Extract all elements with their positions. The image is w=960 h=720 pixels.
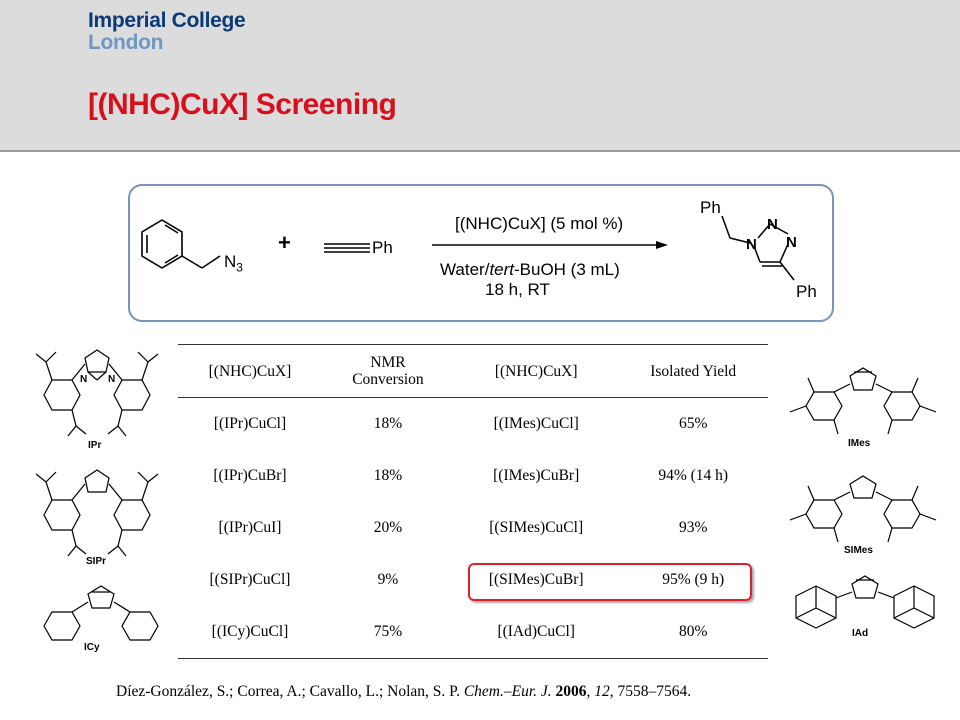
ipr-label: IPr <box>88 440 102 451</box>
benzyl-azide-structure <box>141 219 221 269</box>
plus-sign: + <box>278 230 291 255</box>
imperial-college-logo: Imperial College London <box>88 9 246 54</box>
ipr-n-right: N <box>108 374 116 385</box>
citation-pages: , 7558–7564. <box>609 683 692 700</box>
yield-cell: 93% <box>679 519 708 536</box>
azide-n3-label: N3 <box>224 252 243 275</box>
header-nhc-cux-1: [(NHC)CuX] <box>178 344 322 398</box>
catalyst-cell: [(IMes)CuCl] <box>493 415 579 432</box>
conversion-cell: 9% <box>377 571 399 588</box>
imes-label: IMes <box>848 438 871 449</box>
table-header-row: [(NHC)CuX] NMR Conversion [(NHC)CuX] Iso… <box>178 344 768 398</box>
phenylacetylene-triple-bond <box>324 243 370 253</box>
product-ph-top: Ph <box>700 198 721 217</box>
imes-ligand-structure <box>789 367 937 435</box>
simes-ligand-structure <box>789 475 937 543</box>
citation-year: 2006 <box>555 683 587 700</box>
table-row: [(IPr)CuI] 20% [(SIMes)CuCl] 93% <box>178 502 768 554</box>
alkyne-ph-label: Ph <box>372 238 393 257</box>
ipr-n-left: N <box>80 374 88 385</box>
catalyst-cell: [(IAd)CuCl] <box>453 606 619 659</box>
citation-journal: Chem.–Eur. J. <box>463 683 552 700</box>
conversion-cell: 75% <box>321 606 454 659</box>
iad-ligand-structure <box>795 575 935 629</box>
triazole-product-structure <box>721 215 795 281</box>
iad-label: IAd <box>852 628 869 639</box>
azide-subscript: 3 <box>236 260 243 275</box>
catalyst-cell: [(IPr)CuCl] <box>213 415 287 432</box>
logo-line2: London <box>88 31 164 54</box>
icy-label: ICy <box>84 642 100 653</box>
catalyst-cell: [(IPr)CuI] <box>218 519 282 536</box>
table-row: [(IPr)CuBr] 18% [(IMes)CuBr] 94% (14 h) <box>178 450 768 502</box>
reaction-scheme-box <box>128 184 834 322</box>
solvent-label: Water/tert-BuOH (3 mL) <box>440 260 620 279</box>
header-nmr-conversion: NMR Conversion <box>321 344 454 398</box>
header-nhc-cux-2: [(NHC)CuX] <box>453 344 619 398</box>
table-row: [(SIPr)CuCl] 9% [(SIMes)CuBr] 95% (9 h) <box>178 554 768 606</box>
catalyst-cell: [(IPr)CuBr] <box>213 467 287 484</box>
best-result-highlight <box>468 563 752 601</box>
yield-cell: 65% <box>679 415 708 432</box>
slide-header: Imperial College London [(NHC)CuX] Scree… <box>0 0 960 152</box>
product-n3: N <box>786 234 797 251</box>
table-row: [(IPr)CuCl] 18% [(IMes)CuCl] 65% <box>178 398 768 451</box>
product-ph-bottom: Ph <box>796 282 817 301</box>
table-row: [(ICy)CuCl] 75% [(IAd)CuCl] 80% <box>178 606 768 659</box>
yield-cell: 80% <box>618 606 768 659</box>
conditions-label: 18 h, RT <box>485 280 550 299</box>
conversion-cell: 18% <box>373 467 403 484</box>
slide-title: [(NHC)CuX] Screening <box>88 88 397 121</box>
sipr-label: SIPr <box>86 556 107 567</box>
simes-label: SIMes <box>844 545 873 556</box>
logo-line1: Imperial College <box>88 9 246 32</box>
catalyst-cell: [(ICy)CuCl] <box>178 606 322 659</box>
tert-italic: tert <box>489 260 514 279</box>
reaction-arrow <box>432 241 668 249</box>
sipr-ligand-structure <box>35 469 159 557</box>
header-isolated-yield: Isolated Yield <box>618 344 768 398</box>
catalyst-label: [(NHC)CuX] (5 mol %) <box>455 214 624 233</box>
product-n1: N <box>746 236 757 253</box>
citation-volume: 12 <box>594 683 610 700</box>
reference-citation: Díez-González, S.; Correa, A.; Cavallo, … <box>116 683 692 700</box>
yield-cell: 94% (14 h) <box>658 467 729 484</box>
yield-cell: 95% (9 h) <box>662 571 725 588</box>
ipr-ligand-structure <box>35 349 159 437</box>
product-n2: N <box>767 216 778 233</box>
icy-ligand-structure <box>43 585 159 641</box>
catalyst-cell: [(IMes)CuBr] <box>493 467 580 484</box>
conversion-cell: 20% <box>373 519 403 536</box>
citation-authors: Díez-González, S.; Correa, A.; Cavallo, … <box>116 683 464 700</box>
conversion-cell: 18% <box>373 415 403 432</box>
catalyst-cell: [(SIPr)CuCl] <box>209 571 291 588</box>
screening-results-table: [(NHC)CuX] NMR Conversion [(NHC)CuX] Iso… <box>178 344 768 659</box>
catalyst-cell: [(SIMes)CuBr] <box>488 571 584 588</box>
catalyst-cell: [(SIMes)CuCl] <box>489 519 584 536</box>
